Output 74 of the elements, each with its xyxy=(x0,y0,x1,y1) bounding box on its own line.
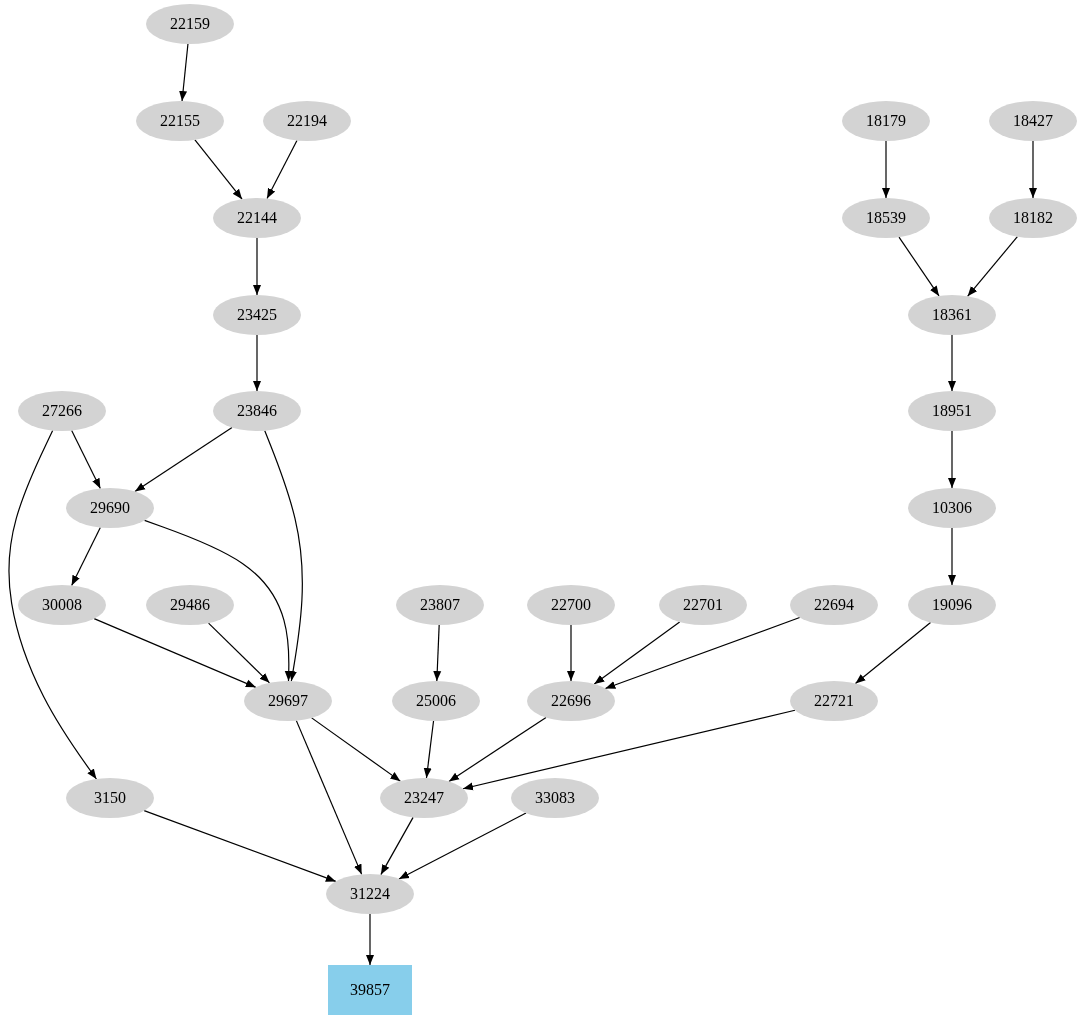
arrow xyxy=(423,720,435,779)
node-label: 18539 xyxy=(866,209,906,227)
node-label: 18951 xyxy=(932,402,972,420)
arrow xyxy=(143,519,293,682)
ellipse-node xyxy=(66,778,154,818)
arrow xyxy=(253,334,261,392)
arrow xyxy=(433,624,442,682)
arrow xyxy=(948,527,956,586)
node-label: 29697 xyxy=(268,692,308,710)
arrow xyxy=(854,621,932,685)
ellipse-node xyxy=(244,681,332,721)
arrow xyxy=(179,43,189,102)
node-label: 27266 xyxy=(42,402,82,420)
node-label: 18427 xyxy=(1013,112,1053,130)
arrow xyxy=(462,709,796,791)
node-label: 18182 xyxy=(1013,209,1053,227)
node-label: 33083 xyxy=(535,789,575,807)
node-label: 25006 xyxy=(416,692,456,710)
node-label: 23807 xyxy=(420,596,460,614)
arrow xyxy=(967,236,1018,297)
ellipse-node xyxy=(380,778,468,818)
node-label: 23846 xyxy=(237,402,277,420)
node-label: 31224 xyxy=(350,885,390,903)
arrow xyxy=(253,237,261,296)
ellipse-node xyxy=(326,874,414,914)
arrow xyxy=(8,429,97,780)
node-label: 10306 xyxy=(932,499,972,517)
arrow xyxy=(948,430,956,489)
arrow xyxy=(567,624,575,682)
node-label: 22155 xyxy=(160,112,200,130)
node-label: 22159 xyxy=(170,15,210,33)
node-label: 29486 xyxy=(170,596,210,614)
node-label: 30008 xyxy=(42,596,82,614)
arrow xyxy=(311,717,401,782)
node-label: 29690 xyxy=(90,499,130,517)
node-label: 22194 xyxy=(287,112,327,130)
node-label: 18179 xyxy=(866,112,906,130)
arrow xyxy=(71,429,101,490)
arrow xyxy=(134,426,233,493)
node-label: 22700 xyxy=(551,596,591,614)
arrow xyxy=(366,913,374,966)
node-label: 22694 xyxy=(814,596,854,614)
node-label: 23247 xyxy=(404,789,444,807)
arrow xyxy=(264,430,303,682)
arrow xyxy=(593,621,681,685)
arrow xyxy=(93,618,257,688)
arrow xyxy=(71,526,101,587)
arrow xyxy=(448,716,547,783)
arrow xyxy=(604,616,801,690)
arrow xyxy=(1029,140,1037,199)
arrow xyxy=(882,140,890,199)
node-label: 22701 xyxy=(683,596,723,614)
ellipse-node xyxy=(66,488,154,528)
node-label: 39857 xyxy=(350,981,390,999)
arrow xyxy=(194,139,243,200)
rectangle-node xyxy=(328,965,412,1015)
arrow xyxy=(398,812,527,880)
arrow xyxy=(266,139,298,200)
ellipse-node xyxy=(527,681,615,721)
node-label: 3150 xyxy=(94,789,126,807)
ellipse-node xyxy=(18,585,106,625)
node-label: 18361 xyxy=(932,306,972,324)
ellipse-node xyxy=(790,585,878,625)
node-label: 23425 xyxy=(237,306,277,324)
node-label: 22144 xyxy=(237,209,277,227)
node-label: 22721 xyxy=(814,692,854,710)
arrow xyxy=(143,810,337,882)
arrow xyxy=(207,622,271,684)
node-label: 19096 xyxy=(932,596,972,614)
arrow xyxy=(948,334,956,392)
node-label: 22696 xyxy=(551,692,591,710)
arrow xyxy=(295,720,363,875)
arrow xyxy=(380,816,414,876)
arrow xyxy=(898,236,940,297)
